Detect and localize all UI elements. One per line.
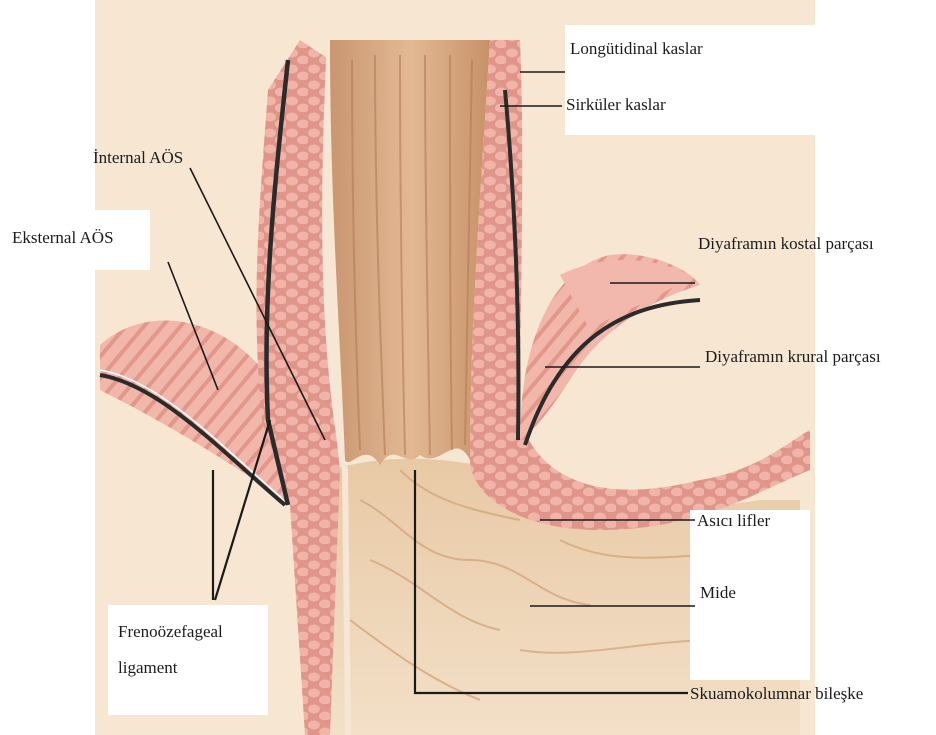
label-squamocolumnar-junction: Skuamokolumnar bileşke	[690, 684, 863, 703]
label-internal-les: İnternal AÖS	[93, 148, 183, 167]
label-crural-diaphragm: Diyaframın krural parçası	[705, 347, 881, 366]
label-longitudinal-muscles: Longütidinal kaslar	[570, 39, 703, 58]
label-external-les: Eksternal AÖS	[12, 228, 114, 247]
label-circular-muscles: Sirküler kaslar	[566, 95, 666, 114]
label-stomach: Mide	[700, 583, 736, 602]
label-phrenoesophageal-line2: ligament	[118, 658, 178, 677]
label-phrenoesophageal-line1: Frenoözefageal	[118, 622, 223, 641]
label-sling-fibers: Asıcı lifler	[697, 511, 771, 530]
label-costal-diaphragm: Diyaframın kostal parçası	[698, 234, 874, 253]
